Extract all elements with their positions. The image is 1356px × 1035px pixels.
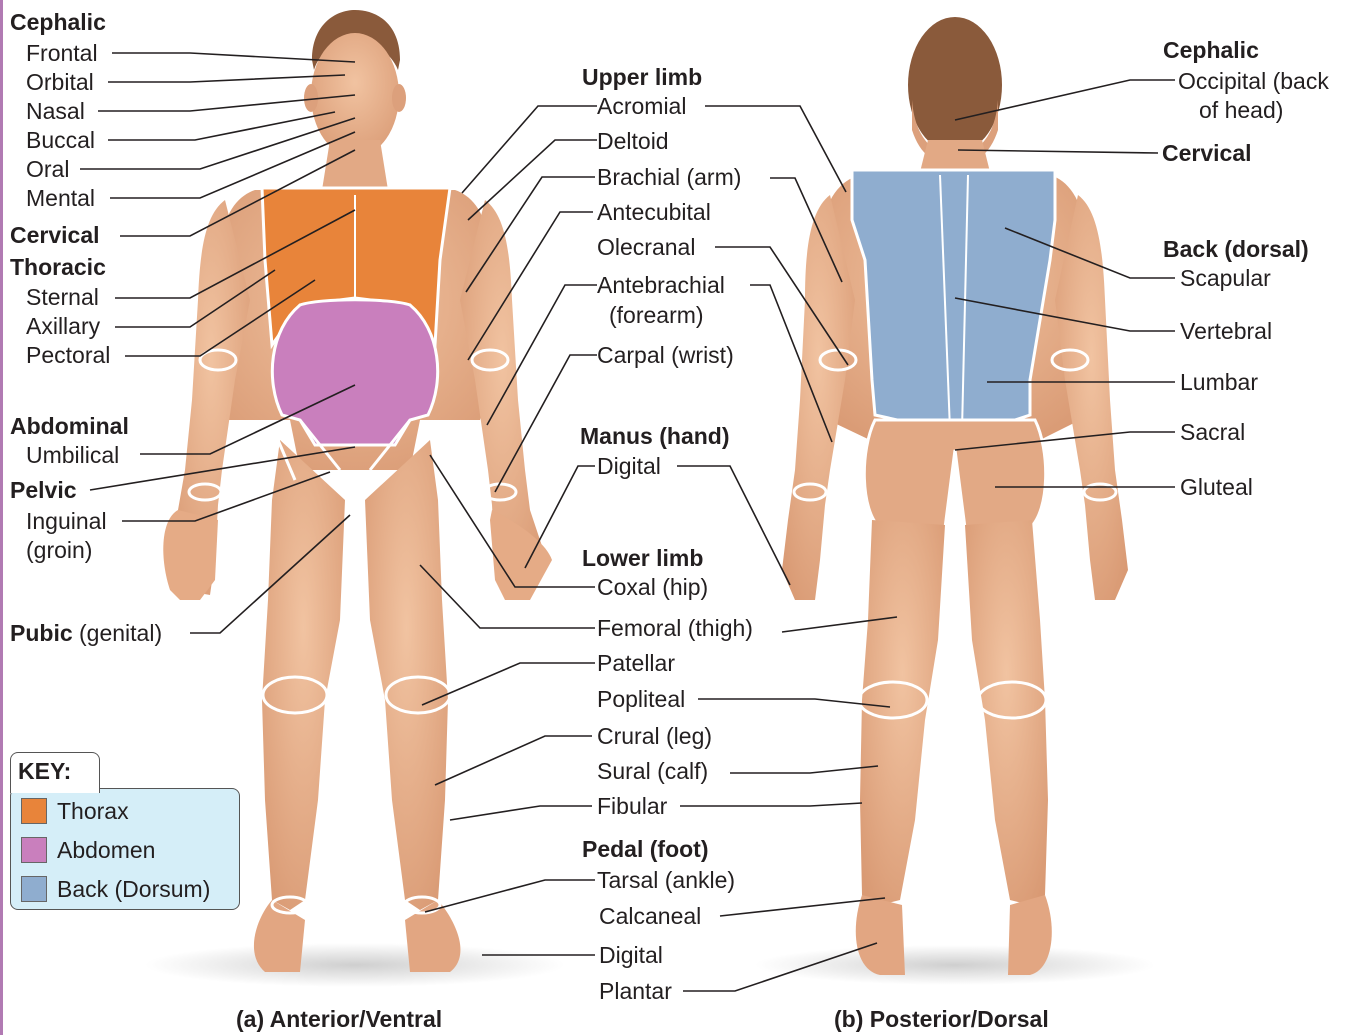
label-nasal: Nasal — [26, 98, 85, 124]
label-brachial: Brachial (arm) — [597, 164, 741, 190]
label-femoral: Femoral (thigh) — [597, 615, 753, 641]
label-forearm: (forearm) — [609, 302, 704, 328]
key-swatch-thorax — [21, 798, 47, 824]
label-occipital: Occipital (back — [1178, 68, 1329, 94]
label-cephalic-posterior: Cephalic — [1163, 37, 1259, 63]
label-tarsal: Tarsal (ankle) — [597, 867, 735, 893]
label-fibular: Fibular — [597, 793, 667, 819]
label-back-dorsal: Back (dorsal) — [1163, 236, 1309, 262]
label-upper-limb: Upper limb — [582, 64, 702, 90]
label-digital-foot: Digital — [599, 942, 663, 968]
key-label-abdomen: Abdomen — [57, 837, 155, 864]
caption-posterior: (b) Posterior/Dorsal — [834, 1006, 1049, 1033]
label-pubic-term: Pubic — [10, 620, 73, 646]
label-orbital: Orbital — [26, 69, 94, 95]
posterior-figure — [782, 17, 1128, 975]
label-calcaneal: Calcaneal — [599, 903, 701, 929]
label-popliteal: Popliteal — [597, 686, 685, 712]
gluteal-region — [864, 420, 1045, 528]
label-sural: Sural (calf) — [597, 758, 708, 784]
label-mental: Mental — [26, 185, 95, 211]
key-swatch-back — [21, 876, 47, 902]
label-antebrachial: Antebrachial — [597, 272, 725, 298]
anterior-floor-shadow — [145, 943, 565, 987]
anterior-right-leg — [365, 440, 448, 910]
anterior-left-leg — [262, 440, 345, 910]
key-swatch-abdomen — [21, 837, 47, 863]
label-plantar: Plantar — [599, 978, 672, 1004]
label-manus: Manus (hand) — [580, 423, 730, 449]
label-axillary: Axillary — [26, 313, 100, 339]
label-thoracic: Thoracic — [10, 254, 106, 280]
label-acromial: Acromial — [597, 93, 686, 119]
label-sternal: Sternal — [26, 284, 99, 310]
label-vertebral: Vertebral — [1180, 318, 1272, 344]
label-frontal: Frontal — [26, 40, 98, 66]
label-coxal: Coxal (hip) — [597, 574, 708, 600]
label-buccal: Buccal — [26, 127, 95, 153]
back-region — [852, 170, 1055, 425]
label-cervical-anterior: Cervical — [10, 222, 100, 248]
label-pedal: Pedal (foot) — [582, 836, 709, 862]
label-crural: Crural (leg) — [597, 723, 712, 749]
label-pubic-note: (genital) — [79, 620, 162, 646]
label-pectoral: Pectoral — [26, 342, 110, 368]
label-gluteal: Gluteal — [1180, 474, 1253, 500]
label-cervical-posterior: Cervical — [1162, 140, 1252, 166]
label-patellar: Patellar — [597, 650, 675, 676]
label-groin: (groin) — [26, 537, 92, 563]
anterior-left-hand — [163, 510, 218, 600]
label-oral: Oral — [26, 156, 69, 182]
label-abdominal: Abdominal — [10, 413, 129, 439]
label-carpal: Carpal (wrist) — [597, 342, 734, 368]
label-digital-hand: Digital — [597, 453, 661, 479]
label-lumbar: Lumbar — [1180, 369, 1258, 395]
posterior-head — [908, 17, 1002, 153]
key-label-thorax: Thorax — [57, 798, 129, 825]
label-scapular: Scapular — [1180, 265, 1271, 291]
label-antecubital: Antecubital — [597, 199, 711, 225]
label-pelvic: Pelvic — [10, 477, 77, 503]
label-umbilical: Umbilical — [26, 442, 119, 468]
label-sacral: Sacral — [1180, 419, 1245, 445]
label-deltoid: Deltoid — [597, 128, 669, 154]
label-cephalic-anterior: Cephalic — [10, 9, 106, 35]
posterior-left-leg — [860, 520, 945, 905]
key-label-back: Back (Dorsum) — [57, 876, 210, 903]
caption-anterior: (a) Anterior/Ventral — [236, 1006, 442, 1033]
label-olecranal: Olecranal — [597, 234, 695, 260]
key-title: KEY: — [18, 758, 71, 785]
label-occipital-2: of head) — [1199, 97, 1283, 123]
posterior-floor-shadow — [755, 945, 1155, 985]
label-inguinal: Inguinal — [26, 508, 107, 534]
anterior-neck — [322, 140, 388, 190]
label-lower-limb: Lower limb — [582, 545, 703, 571]
label-pubic: Pubic (genital) — [10, 620, 162, 646]
